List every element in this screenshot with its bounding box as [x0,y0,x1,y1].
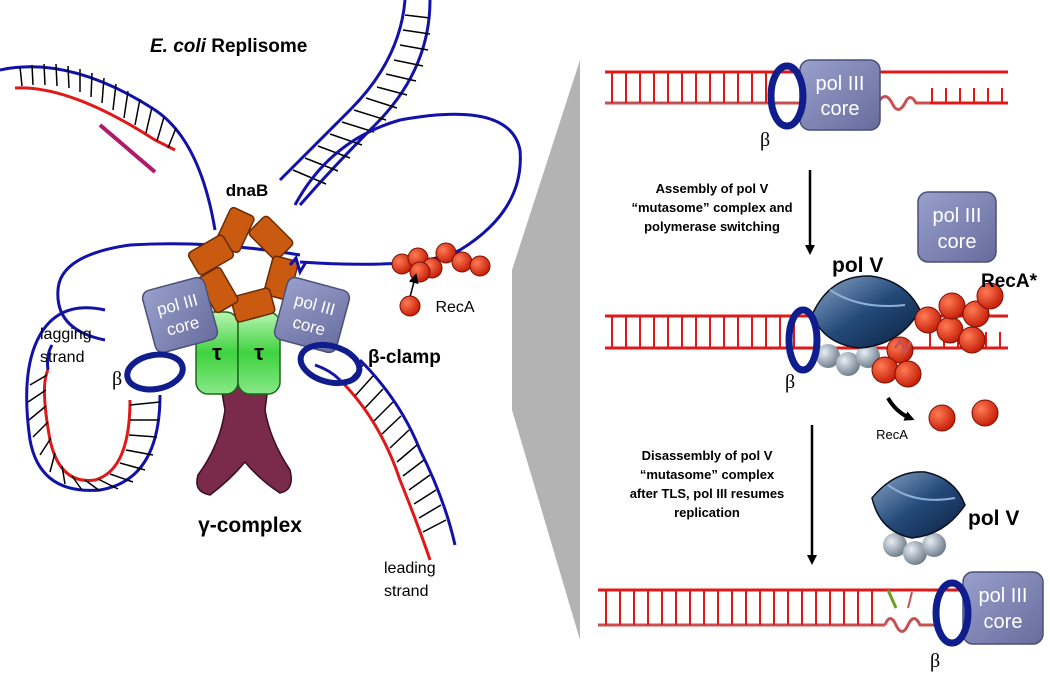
step2-line3: after TLS, pol III resumes [630,486,785,501]
pol-iii-core-right: pol III core [273,276,351,354]
reca-star-label: RecA* [981,271,1038,292]
pol-core-row3-line2: core [984,611,1023,633]
lagging-loop [293,112,522,266]
leading-strand-label-2: strand [384,583,428,600]
lagging-strand-label-1: lagging [40,326,92,343]
tau-label-left: τ [212,340,222,365]
lagging-strand-dna-top [0,63,217,231]
step1-line1: Assembly of pol V [656,181,769,196]
pol-core-released-line2: core [938,231,977,253]
step1-line3: polymerase switching [644,219,780,234]
step2-line1: Disassembly of pol V [642,448,773,463]
title-italic: E. coli [150,36,207,57]
replisome-panel: τ τ dnaB pol III core pol III core [0,0,522,600]
zoom-wedge [512,60,580,640]
pol-core-row3-line1: pol III [979,585,1028,607]
dnab-label: dnaB [226,181,269,200]
pol-core-released-line1: pol III [933,205,982,227]
step1-caption: Assembly of pol V “mutasome” complex and… [631,181,792,234]
pol-iii-core-row3 [962,571,1044,645]
lagging-strand-label-2: strand [40,349,84,366]
title-rest: Replisome [206,36,307,57]
primer-zigzag [288,254,308,276]
reca-released-1 [928,404,956,432]
lagging-strand-dna-bottom [25,306,162,492]
step1-line2: “mutasome” complex and [631,200,792,215]
dna-row-2: β pol V RecA* RecA [605,254,1038,442]
beta-clamp-row2 [785,306,821,374]
pol-v-released [871,471,966,565]
pol-core-row1-line2: core [821,98,860,120]
reca-release-arrow [886,396,915,421]
dna-row-3: pol III core β [598,571,1044,672]
reca-arrow-left [408,273,419,298]
beta-label-row3: β [930,650,940,672]
replisome-title: E. coli Replisome [150,36,307,57]
reca-filament-left [391,242,491,283]
step2-line2: “mutasome” complex [640,467,775,482]
tau-label-right: τ [254,340,264,365]
parental-dna-top [278,0,432,206]
step2-line4: replication [674,505,740,520]
pol-v-label-row2: pol V [832,254,883,277]
beta-label-row2: β [785,371,795,393]
leading-strand-dna [314,358,457,561]
pol-iii-core-left: pol III core [141,276,219,354]
beta-label-row1: β [760,129,770,151]
reca-label-right: RecA [876,427,908,442]
beta-clamp-label: β-clamp [368,347,441,368]
polymerase-switching-panel: pol III core β Assembly of pol V “mutaso… [598,59,1044,672]
reca-label-left: RecA [435,299,474,316]
dna-row-1: pol III core β [605,59,1008,151]
beta-label-left: β [112,368,122,390]
reca-released-2 [971,399,999,427]
gamma-complex-label: γ-complex [198,514,302,537]
beta-clamp-right [297,341,363,387]
lesion-marker [886,589,898,609]
beta-clamp-row3 [932,579,972,647]
reca-monomer-left [399,295,421,317]
step2-caption: Disassembly of pol V “mutasome” complex … [630,448,785,520]
pol-v-label-released: pol V [968,507,1019,530]
beta-clamp-row1 [767,62,807,130]
leading-strand-label-1: leading [384,560,436,577]
beta-clamp-left [124,351,186,393]
pol-iii-core-released [917,191,997,263]
pol-core-row1-line1: pol III [816,73,865,95]
reca-star-filament [871,282,1004,388]
